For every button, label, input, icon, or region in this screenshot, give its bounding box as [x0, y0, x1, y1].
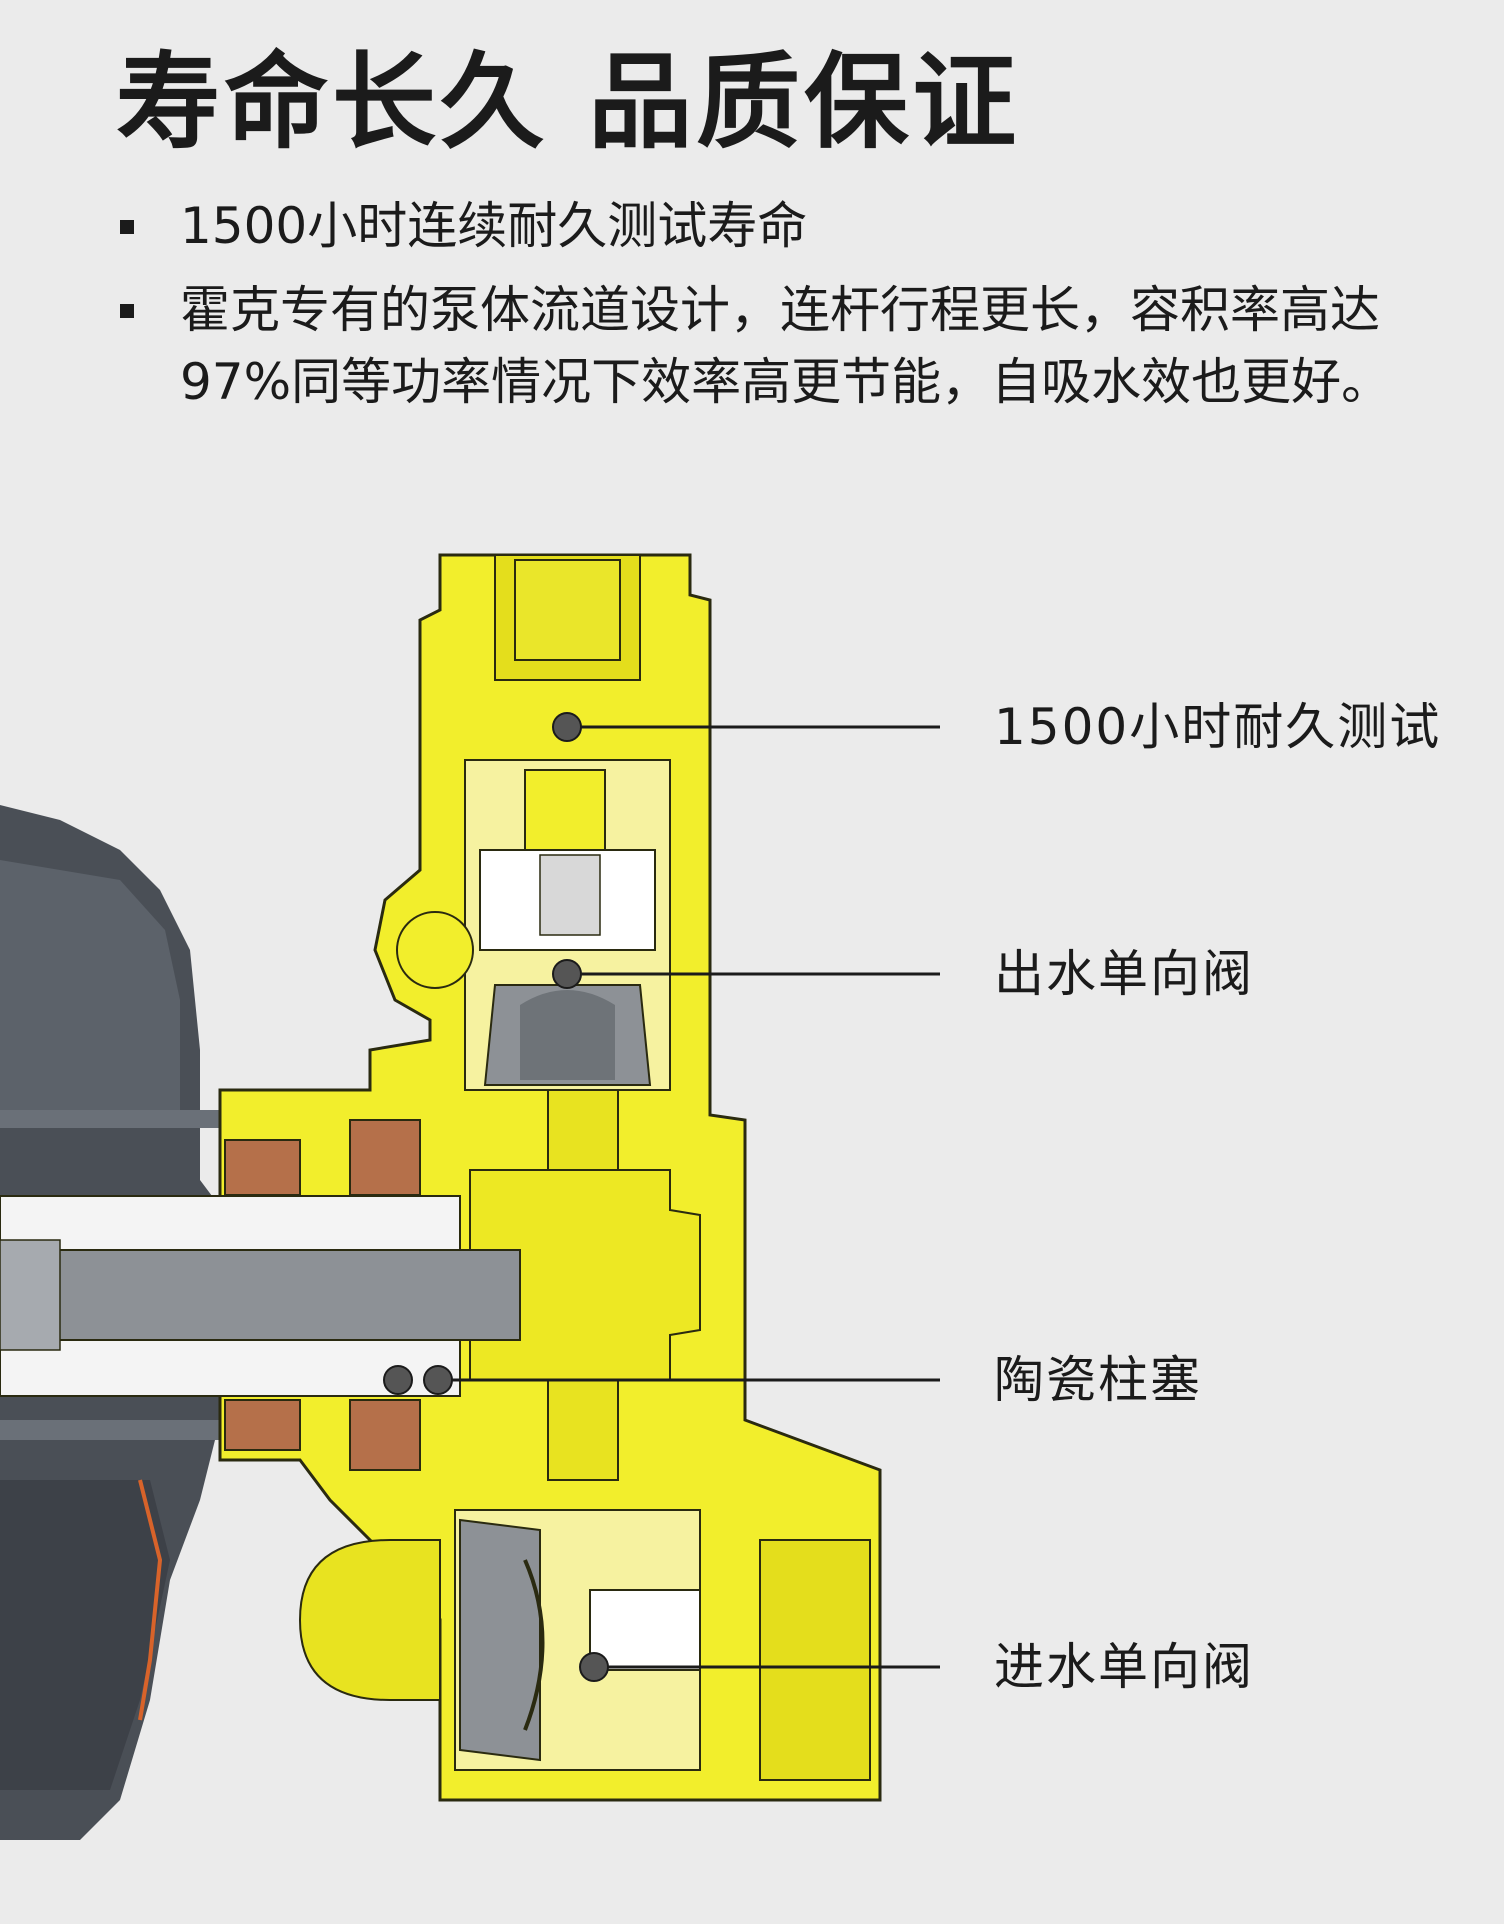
marker-dot-plunger [383, 1365, 413, 1395]
feature-item-durability: 1500小时连续耐久测试寿命 [120, 190, 1420, 262]
pump-body [218, 553, 882, 1802]
feature-text: 霍克专有的泵体流道设计，连杆行程更长，容积率高达97%同等功率情况下效率高更节能… [180, 281, 1392, 411]
marker-dot-test [552, 712, 582, 742]
feature-text: 1500小时连续耐久测试寿命 [180, 197, 808, 255]
callout-markers [383, 712, 940, 1682]
callout-label-test: 1500小时耐久测试 [994, 698, 1442, 756]
marker-dot-inlet-valve [579, 1652, 609, 1682]
seal-rings [224, 1119, 421, 1471]
pump-cutaway-diagram: 1500小时耐久测试 出水单向阀 陶瓷柱塞 进水单向阀 [0, 540, 1504, 1920]
bullet-square-icon [120, 304, 134, 318]
marker-dot-plunger [423, 1365, 453, 1395]
callout-label-plunger: 陶瓷柱塞 [994, 1351, 1202, 1409]
pump-cutaway-illustration [0, 553, 940, 1840]
bullet-square-icon [120, 220, 134, 234]
headline: 寿命长久 品质保证 [116, 41, 1021, 163]
ceramic-plunger [0, 1195, 521, 1397]
feature-list: 1500小时连续耐久测试寿命 霍克专有的泵体流道设计，连杆行程更长，容积率高达9… [120, 190, 1420, 430]
marker-dot-outlet-valve [552, 959, 582, 989]
feature-item-pump-design: 霍克专有的泵体流道设计，连杆行程更长，容积率高达97%同等功率情况下效率高更节能… [120, 274, 1420, 418]
callout-label-outlet-valve: 出水单向阀 [994, 945, 1254, 1003]
callout-label-inlet-valve: 进水单向阀 [994, 1638, 1254, 1696]
